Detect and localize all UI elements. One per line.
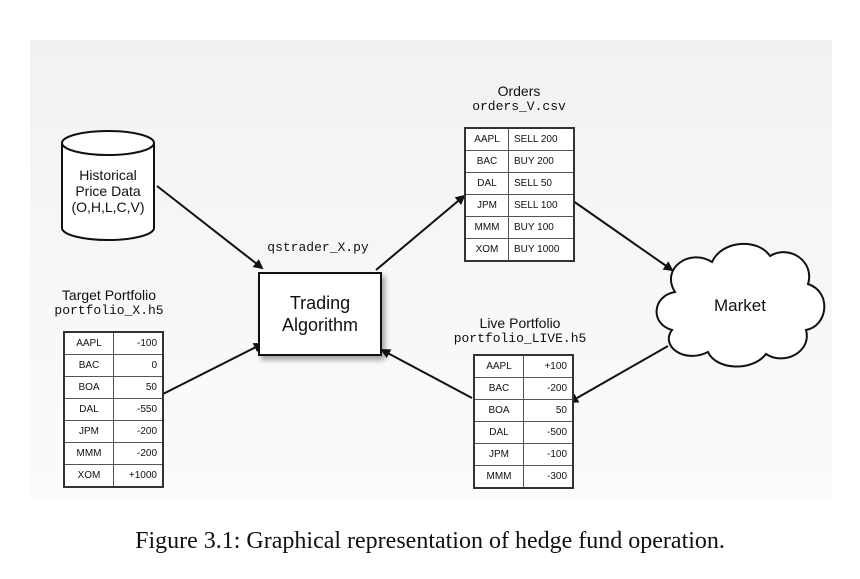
ticker-cell: AAPL xyxy=(63,331,114,355)
arrow-algorithm-to-orders xyxy=(375,194,466,271)
table-row: DAL-550 xyxy=(63,398,164,421)
ticker-cell: XOM xyxy=(464,238,509,262)
table-row: DAL-500 xyxy=(473,421,574,444)
value-cell: -300 xyxy=(523,465,574,489)
database-icon xyxy=(61,130,155,241)
ticker-cell: BOA xyxy=(473,399,524,422)
algorithm-line-2: Algorithm xyxy=(281,315,359,335)
ticker-cell: MMM xyxy=(63,442,114,465)
value-cell: -100 xyxy=(113,331,164,355)
value-cell: BUY 200 xyxy=(508,150,575,173)
ticker-cell: BAC xyxy=(473,377,524,400)
ticker-cell: DAL xyxy=(63,398,114,421)
value-cell: BUY 100 xyxy=(508,216,575,239)
ticker-cell: MMM xyxy=(464,216,509,239)
value-cell: SELL 200 xyxy=(508,127,575,151)
ticker-cell: JPM xyxy=(63,420,114,443)
ticker-cell: JPM xyxy=(464,194,509,217)
historical-line-2: Price Data xyxy=(75,183,141,199)
value-cell: -200 xyxy=(113,420,164,443)
algorithm-script-name: qstrader_X.py xyxy=(267,240,369,255)
ticker-cell: BAC xyxy=(464,150,509,173)
algorithm-line-1: Trading xyxy=(289,293,351,313)
value-cell: BUY 1000 xyxy=(508,238,575,262)
target-portfolio-file: portfolio_X.h5 xyxy=(54,303,164,318)
ticker-cell: BOA xyxy=(63,376,114,399)
table-row: JPM-100 xyxy=(473,443,574,466)
ticker-cell: AAPL xyxy=(464,127,509,151)
live-portfolio-file: portfolio_LIVE.h5 xyxy=(453,331,587,346)
ticker-cell: BAC xyxy=(63,354,114,377)
value-cell: -100 xyxy=(523,443,574,466)
value-cell: 0 xyxy=(113,354,164,377)
table-row: AAPL-100 xyxy=(63,331,164,355)
figure-caption: Figure 3.1: Graphical representation of … xyxy=(135,528,725,554)
historical-line-1: Historical xyxy=(79,167,137,183)
orders-file-name: orders_V.csv xyxy=(472,99,566,114)
table-row: MMM-300 xyxy=(473,465,574,489)
target-portfolio-title: Target Portfolio xyxy=(61,287,157,303)
ticker-cell: DAL xyxy=(473,421,524,444)
value-cell: 50 xyxy=(523,399,574,422)
table-row: MMM-200 xyxy=(63,442,164,465)
historical-data-label: Historical Price Data (O,H,L,C,V) xyxy=(63,167,153,215)
table-row: JPM-200 xyxy=(63,420,164,443)
value-cell: -550 xyxy=(113,398,164,421)
arrow-market-to-live xyxy=(568,345,669,403)
value-cell: +1000 xyxy=(113,464,164,488)
table-row: XOM+1000 xyxy=(63,464,164,488)
value-cell: SELL 50 xyxy=(508,172,575,195)
value-cell: -200 xyxy=(523,377,574,400)
value-cell: SELL 100 xyxy=(508,194,575,217)
trading-algorithm-box: Trading Algorithm xyxy=(258,272,382,356)
value-cell: -500 xyxy=(523,421,574,444)
ticker-cell: JPM xyxy=(473,443,524,466)
historical-line-3: (O,H,L,C,V) xyxy=(71,199,145,215)
orders-title: Orders xyxy=(497,83,541,99)
value-cell: 50 xyxy=(113,376,164,399)
market-cloud-icon xyxy=(655,243,826,368)
arrow-live-to-algorithm xyxy=(380,349,473,399)
market-label: Market xyxy=(714,296,766,315)
ticker-cell: MMM xyxy=(473,465,524,489)
table-row: AAPL+100 xyxy=(473,354,574,378)
ticker-cell: XOM xyxy=(63,464,114,488)
ticker-cell: DAL xyxy=(464,172,509,195)
table-row: BAC-200 xyxy=(473,377,574,400)
live-portfolio-title: Live Portfolio xyxy=(479,315,561,331)
ticker-cell: AAPL xyxy=(473,354,524,378)
value-cell: -200 xyxy=(113,442,164,465)
arrow-data-to-algorithm xyxy=(156,185,264,270)
arrow-orders-to-market xyxy=(565,195,674,272)
arrow-target-to-algorithm xyxy=(154,343,264,399)
value-cell: +100 xyxy=(523,354,574,378)
